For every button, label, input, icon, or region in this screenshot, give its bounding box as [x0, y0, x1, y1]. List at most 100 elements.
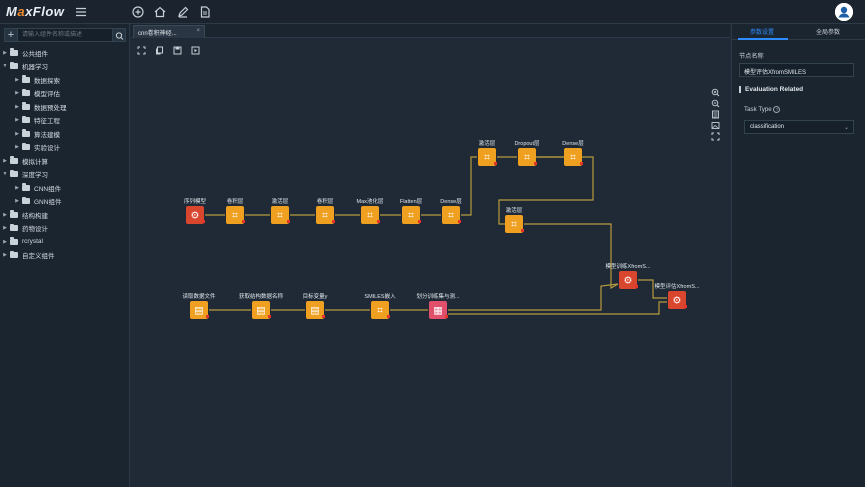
sidebar-item[interactable]: ▼深度学习 [0, 168, 130, 182]
help-icon[interactable]: ? [773, 106, 781, 113]
node-box[interactable] [252, 301, 270, 319]
close-tab-icon[interactable]: × [196, 28, 200, 34]
workflow-node[interactable]: ⌗Max池化层 [357, 197, 384, 224]
node-box[interactable] [371, 301, 389, 319]
sidebar-item[interactable]: ▶结构构建 [0, 208, 130, 222]
workflow-node[interactable]: ⌗激活层 [478, 139, 497, 166]
workflow-node[interactable]: ⚙模型训练XfromS... [606, 262, 651, 289]
node-box[interactable] [226, 206, 244, 224]
sidebar-item[interactable]: ▶GNN组件 [0, 195, 130, 209]
sidebar-item[interactable]: ▶算法建模 [0, 127, 130, 141]
user-avatar-icon[interactable] [835, 3, 853, 21]
caret-right-icon[interactable]: ▶ [3, 211, 7, 218]
caret-down-icon[interactable]: ▼ [2, 63, 8, 70]
node-box[interactable] [306, 301, 324, 319]
workflow-node[interactable]: ⌗卷积层 [226, 197, 245, 224]
task-type-select[interactable]: classification ⌄ [744, 120, 854, 134]
sidebar-item[interactable]: ▼机器学习 [0, 60, 130, 74]
node-box[interactable] [518, 148, 536, 166]
node-box[interactable] [505, 215, 523, 233]
add-icon[interactable] [131, 5, 145, 19]
fullscreen-icon[interactable] [711, 128, 720, 141]
caret-right-icon[interactable]: ▶ [15, 103, 19, 110]
node-box[interactable] [429, 301, 447, 319]
node-box[interactable] [190, 301, 208, 319]
tab-node-params[interactable]: 参数设置 [750, 30, 775, 36]
menu-icon[interactable] [74, 5, 88, 19]
node-box[interactable] [668, 291, 686, 309]
node-box[interactable] [478, 148, 496, 166]
edge-n18-n12[interactable] [448, 283, 619, 311]
node-box[interactable] [564, 148, 582, 166]
image-icon[interactable] [711, 117, 720, 129]
caret-down-icon[interactable]: ▼ [2, 171, 8, 178]
app-logo[interactable]: MaxFlow [6, 4, 65, 19]
home-icon[interactable] [153, 5, 167, 19]
workflow-node[interactable]: ⌗Flatten层 [400, 198, 423, 224]
node-box[interactable] [442, 206, 460, 224]
workflow-node[interactable]: ▤获取结构数据名称 [239, 292, 284, 319]
list-icon[interactable] [711, 106, 720, 119]
sidebar-item[interactable]: ▶特征工程 [0, 114, 130, 128]
edge-n11-n12[interactable] [524, 223, 619, 290]
caret-right-icon[interactable]: ▶ [3, 238, 7, 245]
zoom-in-icon[interactable] [711, 84, 720, 97]
workflow-node[interactable]: ▤读取数据文件 [182, 292, 216, 319]
sidebar-item[interactable]: ▶数据预处理 [0, 100, 130, 114]
sidebar-item[interactable]: ▶数据探索 [0, 73, 130, 87]
workflow-node[interactable]: ⌗激活层 [271, 197, 290, 224]
tab-global-params[interactable]: 全局参数 [816, 30, 841, 36]
zoom-out-icon[interactable] [711, 95, 720, 108]
caret-right-icon[interactable]: ▶ [3, 49, 7, 56]
caret-right-icon[interactable]: ▶ [15, 144, 19, 151]
edge-n7-n8[interactable] [461, 156, 477, 216]
node-box[interactable] [402, 206, 420, 224]
sidebar-item[interactable]: ▶自定义组件 [0, 249, 130, 263]
sidebar-item[interactable]: ▶公共组件 [0, 46, 130, 60]
caret-right-icon[interactable]: ▶ [3, 225, 7, 232]
edge-n12-n13[interactable] [638, 279, 667, 299]
workflow-node[interactable]: ⌗SMILES嵌入 [364, 293, 396, 319]
node-box[interactable] [271, 206, 289, 224]
caret-right-icon[interactable]: ▶ [3, 157, 7, 164]
caret-right-icon[interactable]: ▶ [15, 184, 19, 191]
add-component-button[interactable]: + [4, 28, 18, 42]
sidebar-item[interactable]: ▶CNN组件 [0, 181, 130, 195]
sidebar-item[interactable]: ▶rcrystal [0, 235, 130, 249]
workflow-node[interactable]: ▦划分训练集与测... [416, 292, 460, 319]
node-box[interactable] [619, 271, 637, 289]
sidebar-item[interactable]: ▶实验设计 [0, 141, 130, 155]
workflow-node[interactable]: ⌗Dense层 [562, 140, 584, 166]
workflow-node[interactable]: ⌗Dropout层 [514, 140, 540, 166]
node-name-input[interactable]: 模型评估XfromSMILES [739, 63, 854, 77]
sidebar-item[interactable]: ▶药物设计 [0, 222, 130, 236]
save-icon[interactable] [173, 42, 182, 55]
run-icon[interactable] [191, 42, 200, 55]
sidebar-item[interactable]: ▶模型评估 [0, 87, 130, 101]
workflow-node[interactable]: ⌗激活层 [505, 206, 524, 233]
sidebar-item[interactable]: ▶模拟计算 [0, 154, 130, 168]
tab-cnn-workflow[interactable]: cnn卷积神经... × [133, 25, 205, 38]
node-box[interactable] [361, 206, 379, 224]
workflow-node[interactable]: ⌗卷积层 [316, 197, 335, 224]
caret-right-icon[interactable]: ▶ [15, 76, 19, 83]
caret-right-icon[interactable]: ▶ [15, 198, 19, 205]
workflow-node[interactable]: ⚙模型评估XfromS... [655, 282, 700, 309]
workflow-node[interactable]: ▤目标变量y [303, 292, 328, 319]
caret-right-icon[interactable]: ▶ [3, 252, 7, 259]
search-input[interactable] [18, 28, 113, 42]
fit-view-icon[interactable] [137, 42, 146, 55]
node-box[interactable] [316, 206, 334, 224]
workflow-node[interactable]: ⌗Dense层 [440, 198, 462, 224]
workflow-canvas[interactable]: ⚙序列模型 ⌗卷积层 ⌗激活层 ⌗卷积层 ⌗Max池化层 ⌗Flatten层 ⌗Dense层… [131, 24, 730, 487]
caret-right-icon[interactable]: ▶ [15, 117, 19, 124]
node-box[interactable] [186, 206, 204, 224]
edge-n18-n13[interactable] [448, 301, 667, 315]
edit-icon[interactable] [176, 5, 190, 19]
copy-icon[interactable] [155, 42, 164, 55]
document-icon[interactable] [198, 5, 212, 19]
workflow-node[interactable]: ⚙序列模型 [184, 197, 207, 224]
caret-right-icon[interactable]: ▶ [15, 90, 19, 97]
search-button[interactable] [113, 28, 126, 42]
caret-right-icon[interactable]: ▶ [15, 130, 19, 137]
